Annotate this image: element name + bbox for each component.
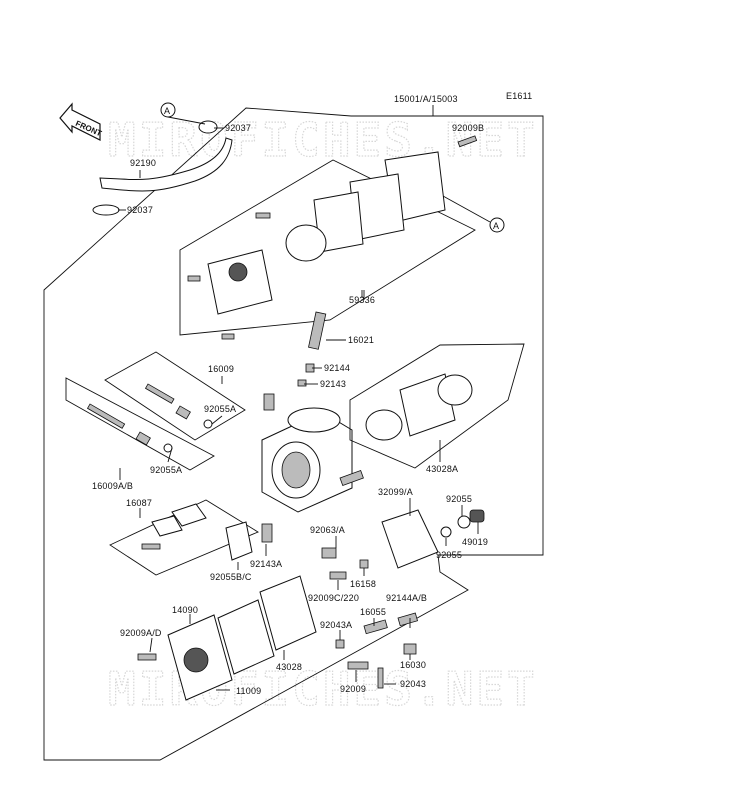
label-92055-lower: 92055	[436, 550, 462, 560]
spring-92055a	[175, 405, 191, 420]
assembly-outline	[43, 107, 544, 761]
screw-16158	[359, 559, 369, 569]
screw-pump-left	[187, 275, 201, 282]
label-92009b: 92009B	[452, 123, 484, 133]
label-92037-upper: 92037	[225, 123, 251, 133]
pin-92143a	[261, 523, 273, 543]
spring-92144ab	[397, 612, 419, 627]
label-92055bc: 92055B/C	[210, 572, 252, 582]
pin-92143	[297, 379, 307, 387]
label-43028a: 43028A	[426, 464, 458, 474]
label-92037-lower: 92037	[127, 205, 153, 215]
plug-49019	[469, 509, 485, 523]
label-16055: 16055	[360, 607, 386, 617]
label-16009: 16009	[208, 364, 234, 374]
screw-92009c	[329, 571, 347, 580]
screw-pump-bottom	[221, 333, 235, 340]
washer-92055	[457, 515, 471, 529]
label-92055a-upper: 92055A	[204, 404, 236, 414]
spring-92055a-b	[135, 431, 151, 446]
cover-32099	[381, 509, 439, 569]
gasket-11009	[217, 599, 275, 675]
valve-16030	[403, 643, 417, 655]
inlet-hose	[99, 137, 233, 192]
mixture-screw	[144, 383, 175, 404]
label-14090: 14090	[172, 605, 198, 615]
screw-92009b	[457, 135, 478, 148]
label-16158: 16158	[350, 579, 376, 589]
box-16009ab	[65, 377, 215, 471]
part-92043a	[335, 639, 345, 649]
clamp-lower	[92, 204, 120, 216]
label-32099: 32099/A	[378, 487, 413, 497]
box-59336	[179, 159, 476, 336]
label-92144: 92144	[324, 363, 350, 373]
needle-16021	[308, 311, 327, 350]
label-92043a: 92043A	[320, 620, 352, 630]
carburetor-body	[261, 393, 364, 513]
label-92009: 92009	[340, 684, 366, 694]
label-92009ad: 92009A/D	[120, 628, 162, 638]
box-16009	[104, 351, 246, 441]
label-92143: 92143	[320, 379, 346, 389]
screw-92009	[347, 661, 369, 670]
label-16009ab: 16009A/B	[92, 481, 133, 491]
label-16030: 16030	[400, 660, 426, 670]
o-ring-43028a	[437, 374, 473, 406]
label-11009: 11009	[236, 686, 261, 696]
label-92009c: 92009C/220	[308, 593, 359, 603]
label-43028: 43028	[276, 662, 302, 672]
label-92063: 92063/A	[310, 525, 345, 535]
screw-92063	[321, 547, 337, 559]
label-92055a-lower: 92055A	[150, 465, 182, 475]
o-ring-pump	[285, 224, 327, 262]
diaphragm-43028	[259, 575, 317, 651]
ref-marker-right-label: A	[493, 221, 499, 231]
label-16021: 16021	[348, 335, 374, 345]
lever-16055	[363, 619, 388, 635]
o-ring-92055	[440, 526, 452, 538]
box-43028a	[349, 343, 525, 469]
label-92043: 92043	[400, 679, 426, 689]
label-92144ab: 92144A/B	[386, 593, 427, 603]
label-59336: 59336	[349, 295, 375, 305]
diaphragm-92055bc	[225, 521, 253, 561]
pump-body	[207, 249, 273, 315]
screw-92009ad	[137, 653, 157, 661]
ref-marker-left-label: A	[164, 106, 170, 116]
diagram-code: E1611	[506, 91, 532, 101]
pin-92043	[377, 667, 384, 689]
label-92143a: 92143A	[250, 559, 282, 569]
mixture-screw-b	[86, 403, 126, 429]
label-92190: 92190	[130, 158, 156, 168]
label-15001: 15001/A/15003	[394, 94, 458, 104]
clamp-upper	[198, 120, 218, 134]
label-92055-upper: 92055	[446, 494, 472, 504]
ref-marker-right	[489, 217, 505, 233]
label-49019: 49019	[462, 537, 488, 547]
leader-lines	[118, 127, 479, 691]
gasket-43028a	[365, 409, 403, 441]
label-16087: 16087	[126, 498, 152, 508]
front-arrow-icon: FRONT	[59, 102, 103, 141]
screw-pump-top	[255, 212, 271, 219]
